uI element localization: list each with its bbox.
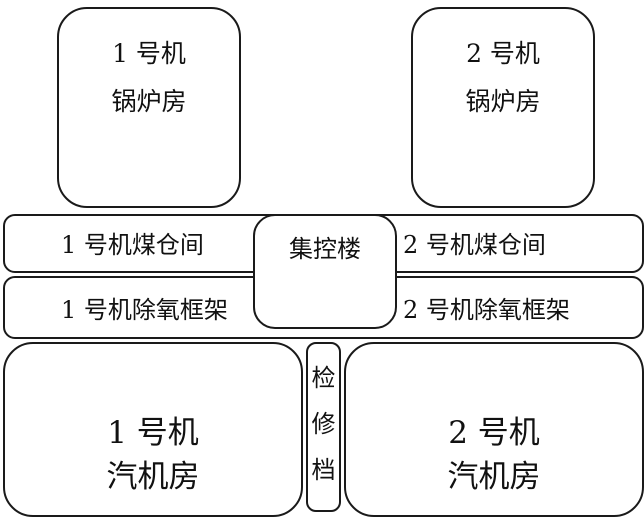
coal-bunker-bay-1-label: 1 号机煤仓间 <box>61 231 204 259</box>
boiler-house-1-line2: 锅炉房 <box>111 87 187 116</box>
boiler-house-2: 2 号机 锅炉房 <box>411 7 595 208</box>
turbine-hall-2: 2 号机 汽机房 <box>344 342 644 517</box>
deaerator-bay-1-label: 1 号机除氧框架 <box>61 296 228 324</box>
turbine-hall-2-line1: 2 号机 <box>448 415 540 451</box>
boiler-house-1-line1: 1 号机 <box>112 39 186 68</box>
deaerator-bay-2-label: 2 号机除氧框架 <box>403 296 570 324</box>
boiler-house-2-line2: 锅炉房 <box>465 87 541 116</box>
central-control-building-label: 集控楼 <box>289 235 361 263</box>
maintenance-bay-char-1: 检 <box>311 364 336 392</box>
turbine-hall-1-line1: 1 号机 <box>107 415 199 451</box>
turbine-hall-1-line2: 汽机房 <box>106 459 200 495</box>
boiler-house-2-line1: 2 号机 <box>466 39 540 68</box>
maintenance-bay-char-3: 档 <box>311 456 336 484</box>
coal-bunker-bay-2-label: 2 号机煤仓间 <box>403 231 546 259</box>
turbine-hall-2-line2: 汽机房 <box>447 459 541 495</box>
central-control-building: 集控楼 <box>253 214 397 329</box>
maintenance-bay: 检 修 档 <box>306 342 341 512</box>
turbine-hall-1: 1 号机 汽机房 <box>3 342 303 517</box>
boiler-house-1: 1 号机 锅炉房 <box>57 7 241 208</box>
maintenance-bay-char-2: 修 <box>311 410 336 438</box>
